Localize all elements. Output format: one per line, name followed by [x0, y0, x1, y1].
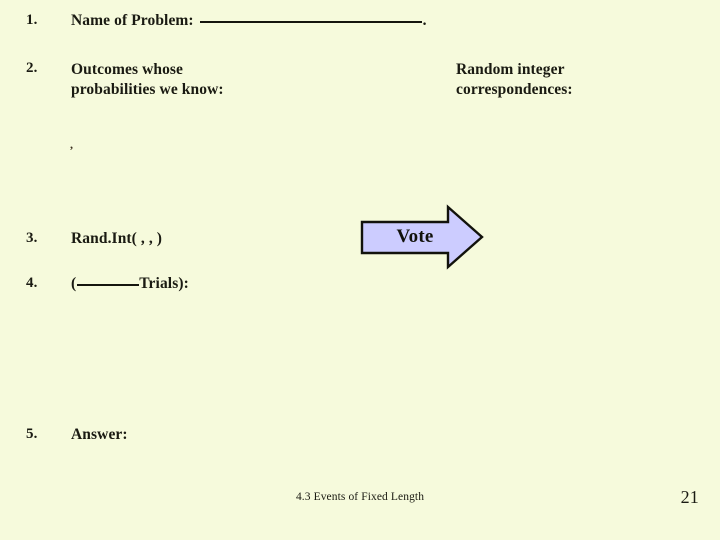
trials-expression: ( Trials): [71, 275, 189, 293]
vote-arrow-shape[interactable] [360, 204, 484, 270]
footer-section-title: 4.3 Events of Fixed Length [295, 491, 425, 503]
name-of-problem-period: . [422, 12, 427, 29]
random-integer-line-1: Random integer [456, 61, 565, 78]
randint-expression: Rand.Int( , , ) [71, 230, 163, 247]
answer-label: Answer: [71, 426, 128, 443]
name-of-problem-label: Name of Problem: [71, 12, 198, 29]
trials-open-paren: ( [71, 275, 77, 292]
outcomes-line-1: Outcomes whose [71, 61, 184, 78]
stray-comma-mark: , [70, 137, 73, 151]
name-of-problem-blank[interactable] [199, 21, 422, 23]
outcomes-line-2: probabilities we know: [71, 81, 224, 98]
right-arrow-icon [360, 204, 484, 270]
list-item-number-3: 3. [26, 230, 38, 246]
random-integer-line-2: correspondences: [456, 81, 573, 98]
list-item-number-2: 2. [26, 60, 38, 76]
list-item-number-1: 1. [26, 12, 38, 28]
page-number: 21 [680, 487, 699, 507]
list-item-2-content: Outcomes whose probabilities we know: [71, 60, 224, 100]
list-item-1-content: Name of Problem: . [71, 12, 427, 30]
random-integer-correspondences-label: Random integer correspondences: [456, 60, 573, 100]
list-item-number-5: 5. [26, 426, 38, 442]
trials-blank[interactable] [77, 284, 140, 286]
list-item-number-4: 4. [26, 275, 38, 291]
trials-label: Trials): [139, 275, 189, 292]
